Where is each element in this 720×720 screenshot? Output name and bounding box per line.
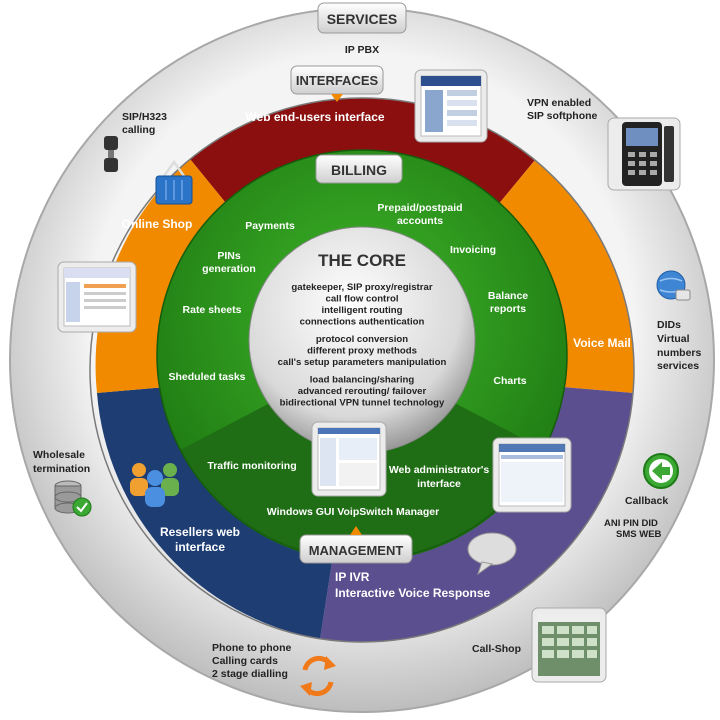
- vpn-softphone-label-2: SIP softphone: [527, 110, 598, 122]
- wholesale-label-2: termination: [33, 463, 90, 475]
- management-label: MANAGEMENT: [309, 543, 404, 558]
- rate-sheets-label: Rate sheets: [183, 304, 242, 316]
- phone-to-phone-label-1: Phone to phone: [212, 642, 291, 654]
- resellers-label-1: Resellers web: [160, 525, 240, 539]
- voice-mail-label: Voice Mail: [573, 336, 631, 350]
- charts-label: Charts: [493, 375, 526, 387]
- web-admin-screenshot-icon: [492, 437, 572, 513]
- phone-to-phone-label-2: Calling cards: [212, 655, 278, 667]
- ip-ivr-label-1: IP IVR: [335, 570, 370, 584]
- core-line: call flow control: [325, 294, 398, 305]
- payments-label: Payments: [245, 220, 295, 232]
- database-check-icon: [54, 480, 92, 517]
- interfaces-label: INTERFACES: [296, 73, 379, 88]
- web-end-users-label: Web end-users interface: [245, 110, 384, 124]
- web-end-users-screenshot-icon: [414, 69, 488, 143]
- dids-label-1: DIDs: [657, 319, 681, 331]
- tab-services: SERVICES: [317, 2, 407, 34]
- core-line: call's setup parameters manipulation: [278, 357, 447, 368]
- traffic-monitoring-label: Traffic monitoring: [207, 460, 296, 472]
- resellers-label-2: interface: [175, 540, 225, 554]
- vpn-softphone-label-1: VPN enabled: [527, 97, 591, 109]
- pins-label-2: generation: [202, 263, 256, 275]
- ip-pbx-label: IP PBX: [345, 44, 379, 56]
- call-shop-label: Call-Shop: [472, 643, 521, 655]
- web-admin-label-2: interface: [417, 478, 461, 490]
- core-line: gatekeeper, SIP proxy/registrar: [291, 282, 432, 293]
- phone-to-phone-label-3: 2 stage dialling: [212, 668, 288, 680]
- connector-icon: [104, 136, 118, 172]
- invoicing-label: Invoicing: [450, 244, 496, 256]
- wholesale-label-1: Wholesale: [33, 449, 85, 461]
- tab-interfaces: INTERFACES: [290, 65, 384, 102]
- dids-label-3: numbers: [657, 347, 702, 359]
- core-line: connections authentication: [300, 317, 425, 328]
- users-group-icon: [130, 463, 179, 507]
- globe-phone-icon: [656, 270, 691, 301]
- dids-label-2: Virtual: [657, 333, 690, 345]
- callback-options-1: ANI PIN DID: [604, 518, 658, 529]
- callback-arrow-icon: [643, 453, 679, 489]
- softphone-icon: [607, 117, 681, 191]
- balance-label-2: reports: [490, 303, 526, 315]
- core-line: intelligent routing: [321, 305, 402, 316]
- sip-h323-label-1: SIP/H323: [122, 111, 167, 123]
- refresh-arrows-icon: [300, 655, 336, 697]
- core-line: bidirectional VPN tunnel technology: [280, 398, 445, 409]
- web-admin-label-1: Web administrator's: [389, 464, 489, 476]
- scheduled-tasks-label: Sheduled tasks: [168, 371, 245, 383]
- speech-bubble-icon: [467, 532, 517, 576]
- billing-label: BILLING: [331, 162, 387, 178]
- ip-ivr-label-2: Interactive Voice Response: [335, 586, 491, 600]
- tab-management: MANAGEMENT: [299, 526, 413, 564]
- shopping-basket-icon: [155, 159, 193, 205]
- balance-label-1: Balance: [488, 290, 528, 302]
- sip-h323-label-2: calling: [122, 124, 155, 136]
- dids-label-4: services: [657, 360, 699, 372]
- core-line: different proxy methods: [307, 346, 417, 357]
- core-line: protocol conversion: [316, 334, 408, 345]
- core-line: load balancing/sharing: [310, 375, 415, 386]
- tab-billing: BILLING: [315, 154, 403, 184]
- callback-label: Callback: [625, 495, 668, 507]
- call-shop-screenshot-icon: [531, 607, 607, 683]
- windows-gui-screenshot-icon: [311, 421, 387, 497]
- pins-label-1: PINs: [217, 250, 241, 262]
- callto-website-screenshot-icon: [57, 261, 137, 333]
- core-line: advanced rerouting/ failover: [298, 386, 427, 397]
- core-title: THE CORE: [318, 251, 406, 270]
- prepaid-label-1: Prepaid/postpaid: [377, 202, 462, 214]
- prepaid-label-2: accounts: [397, 215, 443, 227]
- callback-options-2: SMS WEB: [616, 529, 662, 540]
- online-shop-label: Online Shop: [122, 217, 193, 231]
- windows-gui-label: Windows GUI VoipSwitch Manager: [267, 506, 439, 518]
- services-label: SERVICES: [327, 11, 398, 27]
